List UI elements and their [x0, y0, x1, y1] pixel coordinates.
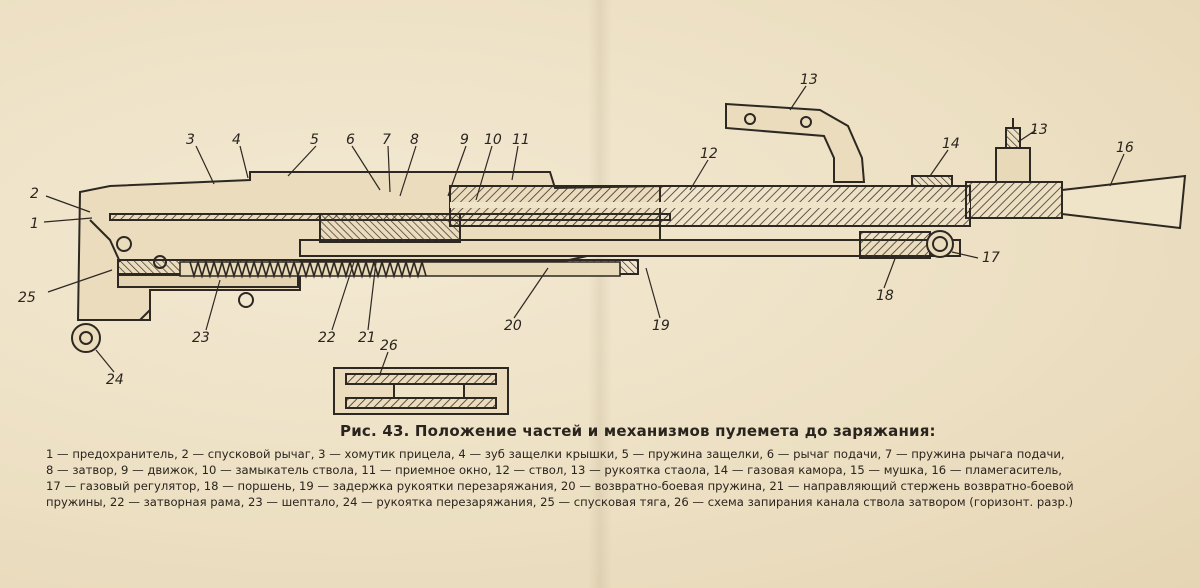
callout-10: 10 — [484, 132, 502, 148]
callout-4: 4 — [232, 132, 241, 148]
callout-19: 19 — [652, 318, 670, 334]
callout-23: 23 — [192, 330, 210, 346]
callout-24: 24 — [106, 372, 124, 388]
callout-5: 5 — [310, 132, 319, 148]
legend-line: 8 — затвор, 9 — движок, 10 — замыкатель … — [46, 463, 1062, 477]
cocking-handle — [71, 309, 151, 353]
callout-22: 22 — [318, 330, 336, 346]
callout-6: 6 — [346, 132, 355, 148]
callout-3: 3 — [186, 132, 195, 148]
gas-tube — [299, 230, 961, 259]
carry-handle — [725, 102, 866, 183]
trigger-group — [89, 219, 254, 308]
callout-13-sight: 13 — [1030, 122, 1048, 138]
callout-labels: 1 2 3 4 5 6 7 8 9 10 11 12 13 13 14 16 1… — [18, 72, 1134, 388]
callout-13-handle: 13 — [800, 72, 818, 88]
callout-18: 18 — [876, 288, 894, 304]
callout-9: 9 — [460, 132, 469, 148]
callout-17: 17 — [982, 250, 1000, 266]
callout-7: 7 — [382, 132, 391, 148]
callout-1: 1 — [30, 216, 39, 232]
bolt-carrier — [319, 213, 461, 243]
callout-11: 11 — [512, 132, 530, 148]
legend-line: 17 — газовый регулятор, 18 — поршень, 19… — [46, 479, 1074, 493]
callout-16: 16 — [1116, 140, 1134, 156]
legend-line: 1 — предохранитель, 2 — спусковой рычаг,… — [46, 447, 1065, 461]
barrel — [449, 175, 1063, 227]
callout-21: 21 — [358, 330, 376, 346]
callout-8: 8 — [410, 132, 419, 148]
front-sight — [995, 118, 1031, 183]
callout-14: 14 — [942, 136, 960, 152]
callout-20: 20 — [504, 318, 522, 334]
callout-26: 26 — [380, 338, 398, 354]
callout-12: 12 — [700, 146, 718, 162]
callout-25: 25 — [18, 290, 36, 306]
figure-caption-title: Рис. 43. Положение частей и механизмов п… — [340, 422, 936, 440]
flash-hider — [1061, 174, 1187, 230]
figure-legend: 1 — предохранитель, 2 — спусковой рычаг,… — [46, 446, 1196, 510]
callout-2: 2 — [30, 186, 39, 202]
recoil-spring — [179, 259, 621, 279]
leader-lines — [43, 85, 1125, 375]
legend-line: пружины, 22 — затворная рама, 23 — шепта… — [46, 495, 1074, 509]
locking-scheme-inset — [333, 367, 509, 415]
